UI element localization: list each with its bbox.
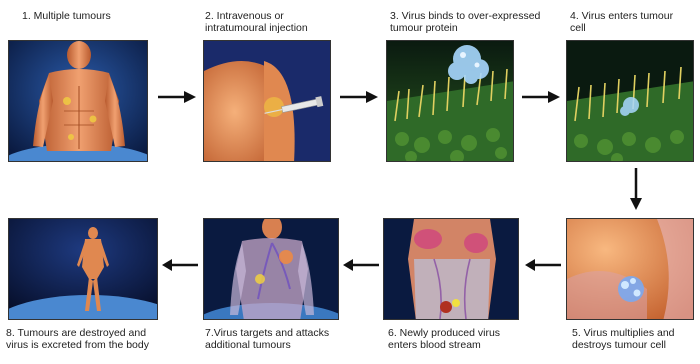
step-8-caption: 8. Tumours are destroyed and virus is ex… [6,327,149,351]
step-7-image [203,218,339,320]
step-1-caption: 1. Multiple tumours [22,10,111,22]
step-2-image [203,40,331,162]
step-1-image [8,40,148,162]
arrow-down-icon [629,168,643,210]
arrow-left-icon [525,258,561,272]
step-3-caption: 3. Virus binds to over-expressed tumour … [390,10,540,34]
arrow-right-icon [340,90,378,104]
step-6-caption: 6. Newly produced virus enters blood str… [388,327,500,351]
step-4-image [566,40,694,162]
step-3-image [386,40,514,162]
step-6-image [383,218,519,320]
step-8-image [8,218,158,320]
step-4-caption: 4. Virus enters tumour cell [570,10,673,34]
arrow-right-icon [522,90,560,104]
arrow-left-icon [343,258,379,272]
step-7-caption: 7.Virus targets and attacks additional t… [205,327,329,351]
step-2-caption: 2. Intravenous or intratumoural injectio… [205,10,308,34]
step-5-image [566,218,694,320]
arrow-left-icon [162,258,198,272]
arrow-right-icon [158,90,196,104]
step-5-caption: 5. Virus multiplies and destroys tumour … [572,327,675,351]
